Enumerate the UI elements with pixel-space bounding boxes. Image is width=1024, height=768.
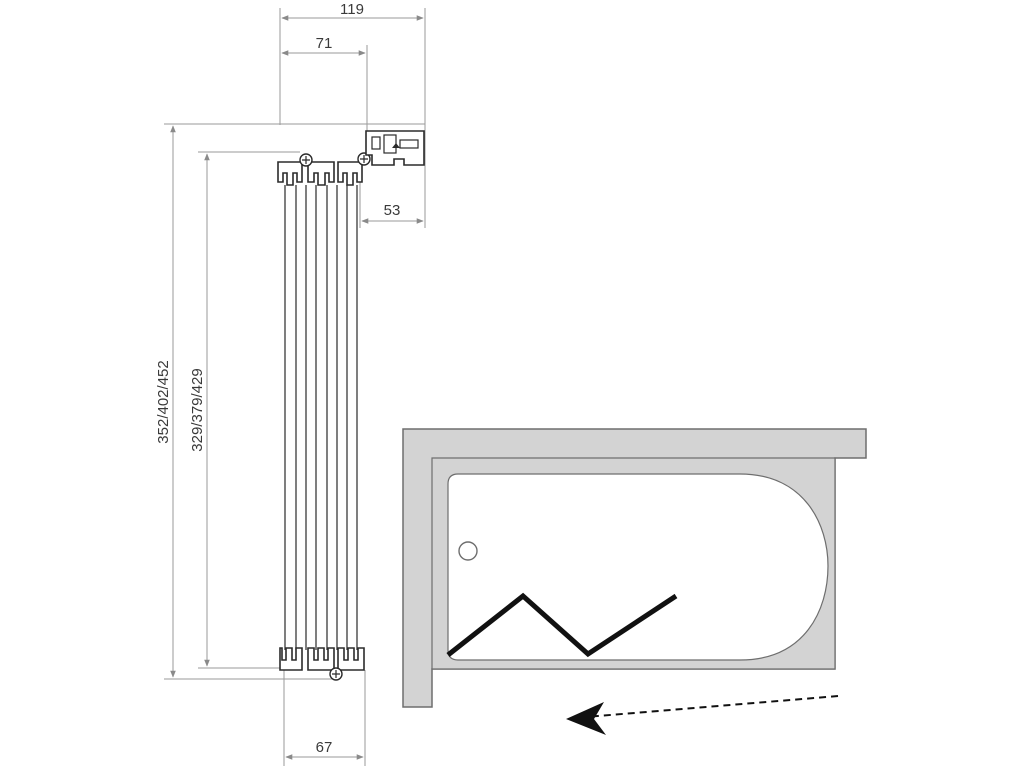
- direction-arrow: [573, 695, 839, 719]
- dimension-bottom-67: 67: [283, 670, 366, 766]
- bottom-clips: [279, 647, 365, 681]
- drain-icon: [458, 541, 478, 561]
- dimension-label-offset: 53: [384, 202, 401, 219]
- dimension-label-total-width: 119: [340, 1, 364, 18]
- dimension-label-bottom-width: 67: [316, 739, 333, 756]
- top-clips: [277, 152, 371, 186]
- bath-plan: [402, 428, 867, 735]
- folding-screen: [446, 592, 678, 658]
- dimension-label-outer-height: 352/402/452: [155, 360, 172, 443]
- dimension-top-71: 71: [281, 35, 368, 160]
- dimension-label-inner-height: 329/379/429: [189, 368, 206, 451]
- dimension-label-inner-width: 71: [316, 35, 333, 52]
- bath-basin: [447, 473, 829, 661]
- screen-profile: [277, 130, 425, 681]
- panel-rails: [284, 185, 358, 650]
- dimension-53: 53: [359, 170, 424, 228]
- dimension-top-119: 119: [279, 1, 426, 228]
- dimension-outer-height: 352/402/452: [155, 123, 425, 680]
- dimension-inner-height: 329/379/429: [189, 151, 300, 669]
- wall-bracket: [365, 130, 425, 166]
- direction-arrow-head: [566, 702, 606, 735]
